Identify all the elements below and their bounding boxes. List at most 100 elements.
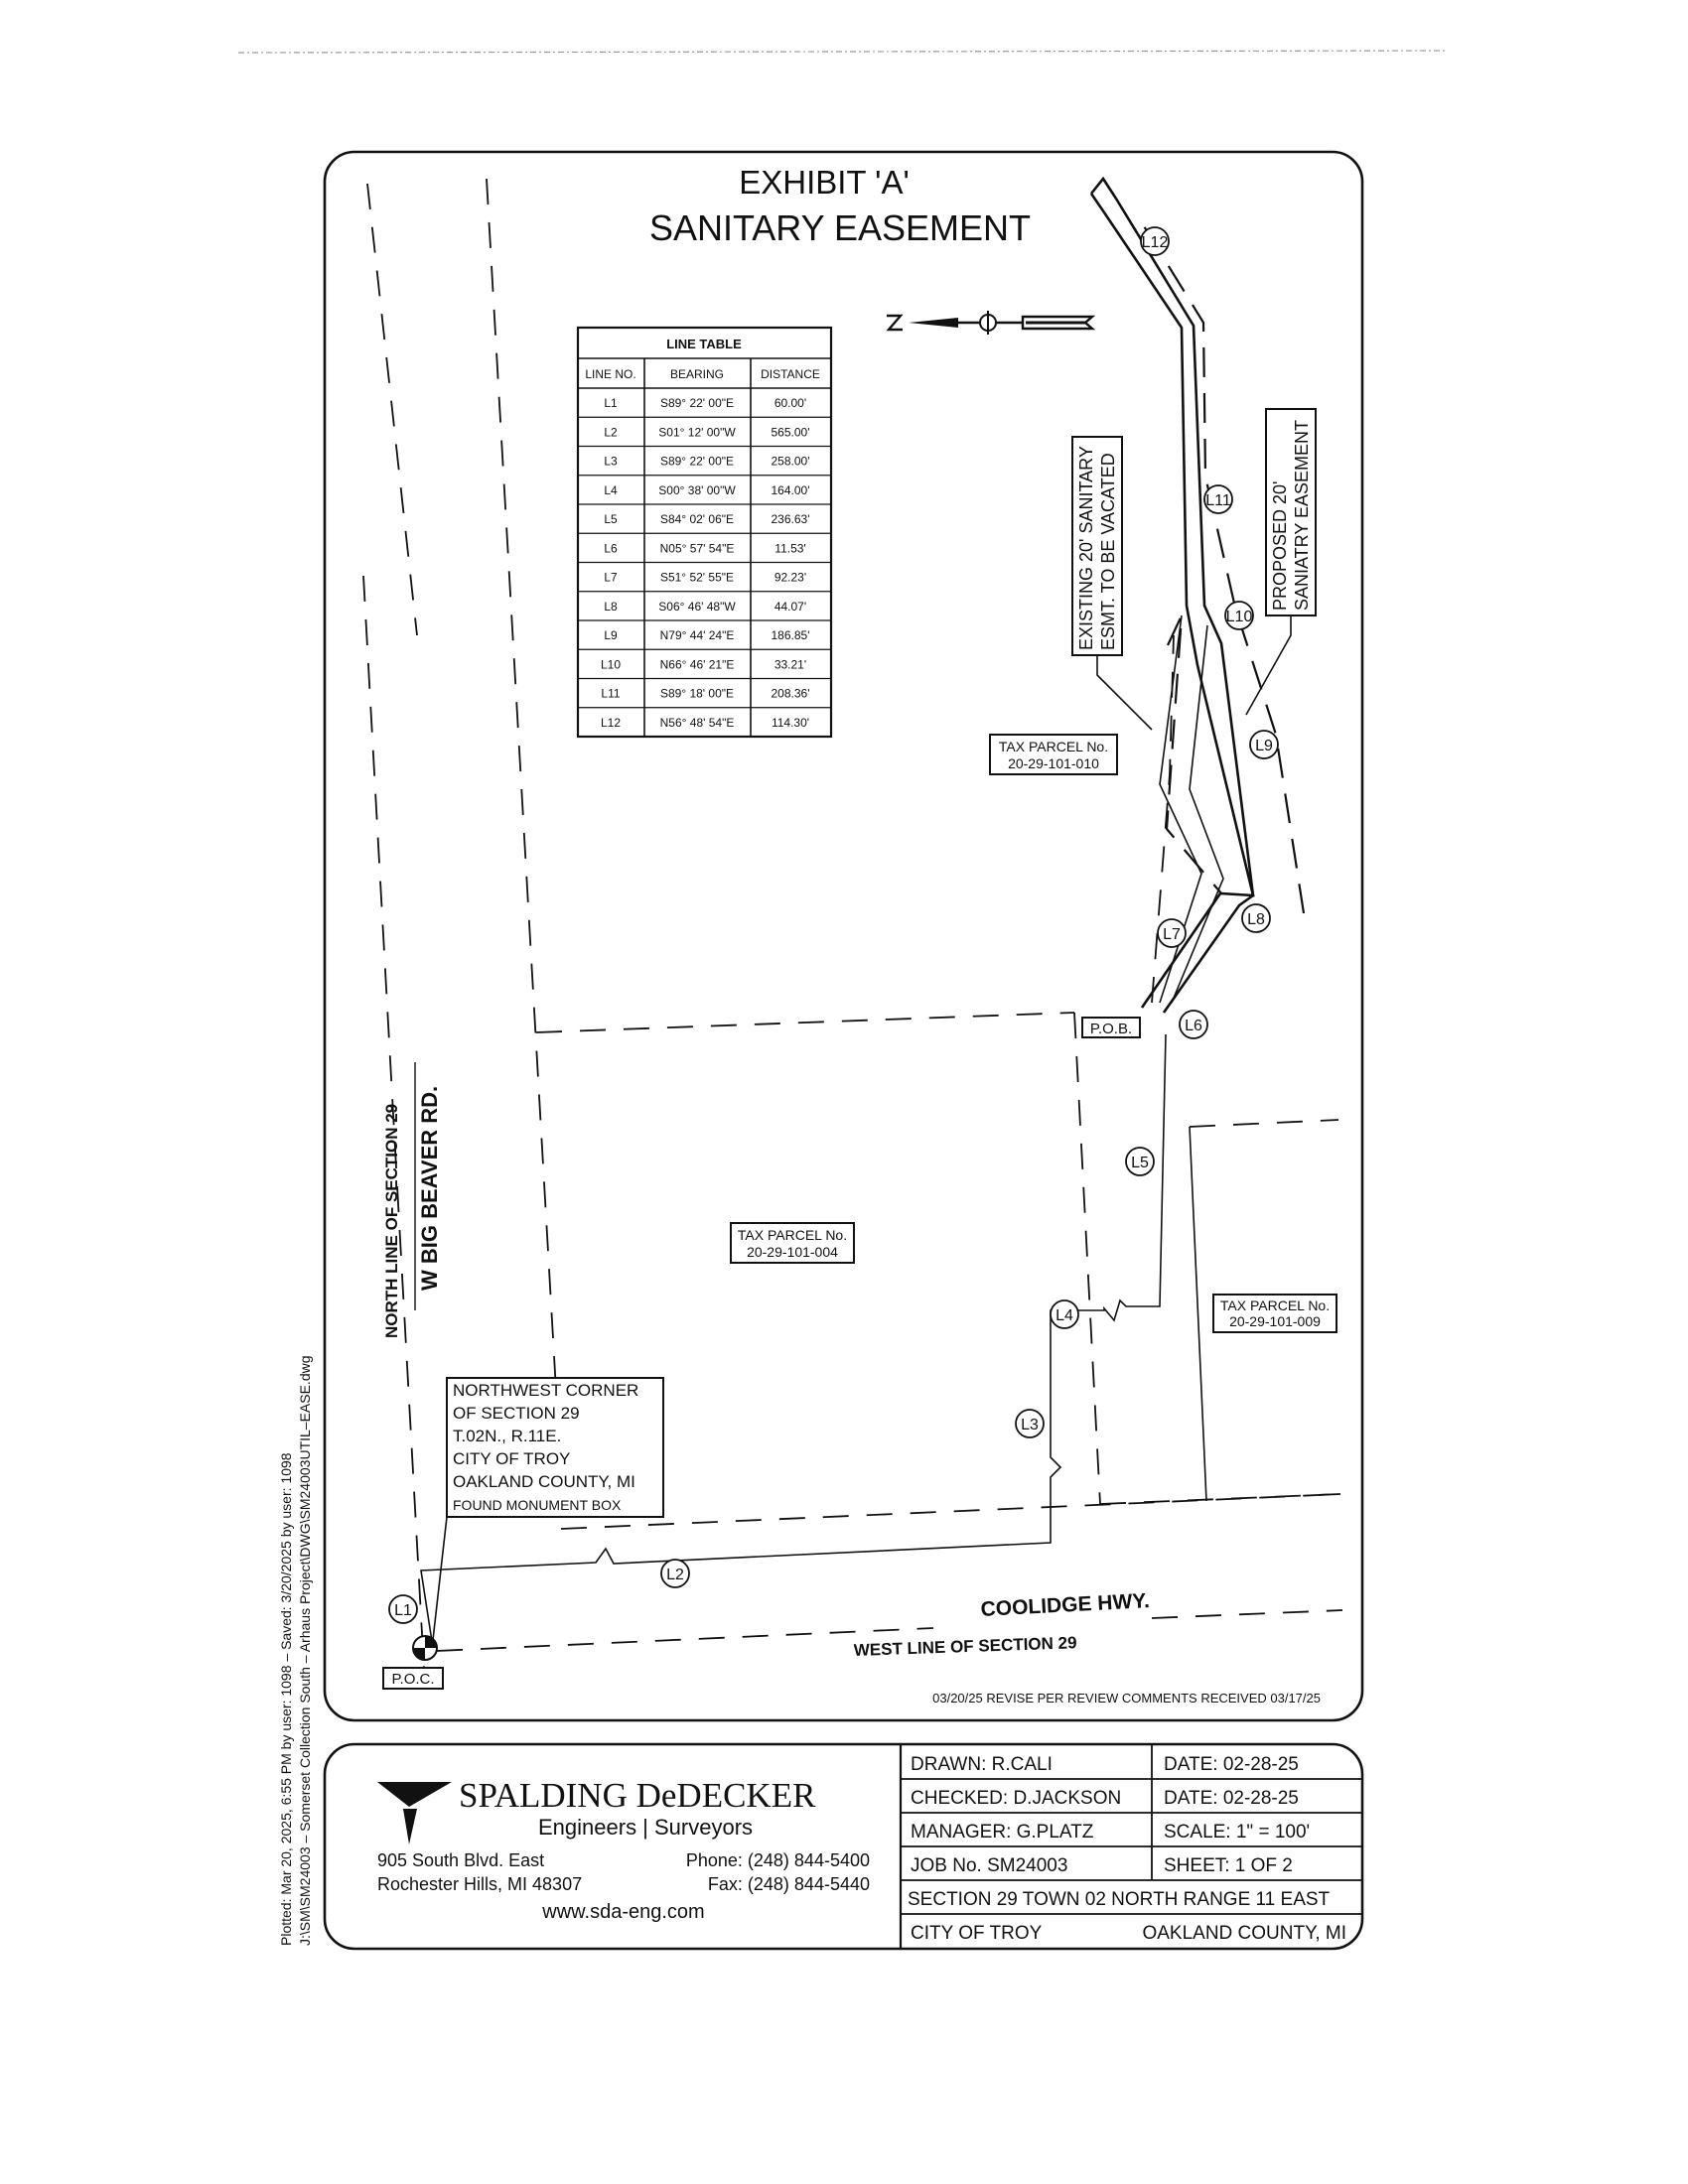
line-table-cell: 236.63' [772,512,810,526]
line-table-cell: S51° 52' 55"E [660,571,734,585]
line-table-header-bearing: BEARING [670,367,724,381]
drawn-date: DATE: 02-28-25 [1164,1754,1299,1775]
north-arrow-icon [886,311,1096,335]
line-label-l4: L4 [1050,1299,1079,1329]
line-table-cell: 208.36' [772,687,810,701]
line-label-text: L7 [1163,926,1181,943]
checked-by: CHECKED: D.JACKSON [911,1788,1121,1809]
line-label-l6: L6 [1179,1010,1208,1039]
parcel-004-east-line [1073,1012,1101,1505]
line-label-l10: L10 [1224,601,1254,630]
line-label-text: L9 [1255,738,1273,754]
big-beaver-row-line-c [486,178,565,1530]
line-label-l5: L5 [1125,1147,1155,1176]
parcel-004-label: TAX PARCEL No. 20-29-101-004 [730,1222,855,1264]
line-label-text: L10 [1226,609,1253,625]
corner-note-line: FOUND MONUMENT BOX [453,1497,622,1513]
existing-easement-dashed [1151,634,1175,1004]
proposed-easement-line1: PROPOSED 20' [1270,481,1290,611]
parcel-004-south-line [560,1493,1341,1530]
coolidge-label: COOLIDGE HWY. [980,1589,1150,1621]
line-table-cell: 44.07' [774,600,806,614]
exhibit-subtitle: SANITARY EASEMENT [649,207,1031,248]
parcel-009-north-line [1189,1119,1339,1128]
line-table-cell: L12 [601,716,621,730]
corner-note-line: NORTHWEST CORNER [453,1381,638,1400]
line-table-cell: S84° 02' 06"E [660,512,734,526]
line-table-cell: S06° 46' 48"W [658,600,736,614]
line-label-l7: L7 [1157,918,1187,948]
line-label-l12: L12 [1140,226,1170,256]
line-table-cell: S89° 22' 00"E [660,396,734,410]
manager: MANAGER: G.PLATZ [911,1822,1094,1843]
existing-easement-line1: EXISTING 20' SANITARY [1076,446,1096,650]
line-label-l3: L3 [1015,1409,1045,1438]
w-big-beaver-label: W BIG BEAVER RD. [417,1086,442,1291]
line-table-cell: L10 [601,657,621,671]
company-phone: Phone: (248) 844-5400 [686,1850,870,1870]
line-table-cell: L11 [601,687,620,701]
existing-easement-edge-b [1171,624,1224,1004]
existing-easement-callout: EXISTING 20' SANITARY ESMT. TO BE VACATE… [1071,436,1153,731]
line-table-header-distance: DISTANCE [761,367,820,381]
line-table-cell: 164.00' [772,483,810,497]
line-table-cell: 92.23' [774,571,806,585]
checked-date: DATE: 02-28-25 [1164,1788,1299,1809]
scale: SCALE: 1" = 100' [1164,1822,1310,1843]
line-table-cell: L3 [604,455,618,469]
line-table-cell: S01° 12' 00"W [658,425,736,439]
parcel-004-inner-line [1099,1493,1341,1505]
pob-label: P.O.B. [1090,1021,1132,1037]
line-label-text: L3 [1021,1417,1039,1433]
parcel-004-caption: TAX PARCEL No. [738,1227,847,1243]
line-table-cell: 33.21' [774,657,806,671]
line-table-cell: L8 [604,600,618,614]
parcel-009-west-line [1189,1126,1207,1502]
poc-label: P.O.C. [391,1671,434,1688]
parcel-010-number: 20-29-101-010 [1008,755,1099,771]
north-line-label: NORTH LINE OF SECTION 29 [382,1104,401,1338]
line-table-cell: L1 [604,396,618,410]
parcel-009-label: TAX PARCEL No. 20-29-101-009 [1212,1294,1337,1333]
parcel-009-number: 20-29-101-009 [1229,1313,1321,1329]
revision-note: 03/20/25 REVISE PER REVIEW COMMENTS RECE… [932,1691,1321,1706]
line-table-cell: L7 [604,571,618,585]
parcel-004-north-line [535,1012,1075,1033]
company-tagline: Engineers | Surveyors [538,1815,753,1840]
county: OAKLAND COUNTY, MI [1142,1923,1346,1944]
line-label-text: L12 [1142,234,1169,251]
line-table-header-lineno: LINE NO. [585,367,635,381]
exhibit-title: EXHIBIT 'A' [739,164,910,201]
line-table-cell: S89° 22' 00"E [660,455,734,469]
plot-stamp-line1: Plotted: Mar 20, 2025, 6:55 PM by user: … [278,1452,294,1946]
easement-dashed-outer [1137,215,1306,914]
proposed-easement-tip [1089,176,1118,200]
pob-marker: P.O.B. [1081,1017,1141,1038]
line-table-cell: N79° 44' 24"E [660,628,735,642]
line-label-text: L4 [1055,1307,1073,1324]
big-beaver-row-line-a [366,183,418,636]
parcel-009-caption: TAX PARCEL No. [1220,1297,1330,1313]
coolidge-west-line [436,1627,934,1652]
line-table-cell: N56° 48' 54"E [660,716,735,730]
line-label-text: L11 [1205,492,1231,509]
line-table-cell: 565.00' [772,425,810,439]
line-label-text: L1 [394,1602,412,1619]
scan-artifact-line [237,50,1446,54]
line-table-cell: S00° 38' 00"W [658,483,736,497]
corner-note-line: T.02N., R.11E. [453,1427,561,1445]
west-line-label: WEST LINE OF SECTION 29 [853,1633,1076,1660]
company-address1: 905 South Blvd. East [377,1850,544,1870]
proposed-easement-tip-b [1089,193,1106,213]
line-label-text: L5 [1131,1155,1149,1171]
company-name: SPALDING DeDECKER [459,1776,816,1815]
line-label-text: L8 [1247,911,1265,928]
parcel-010-label: TAX PARCEL No. 20-29-101-010 [989,734,1118,775]
company-address2: Rochester Hills, MI 48307 [377,1874,582,1894]
line-table-cell: L4 [604,483,618,497]
line-label-text: L6 [1185,1018,1202,1034]
line-table-cell: L2 [604,425,618,439]
